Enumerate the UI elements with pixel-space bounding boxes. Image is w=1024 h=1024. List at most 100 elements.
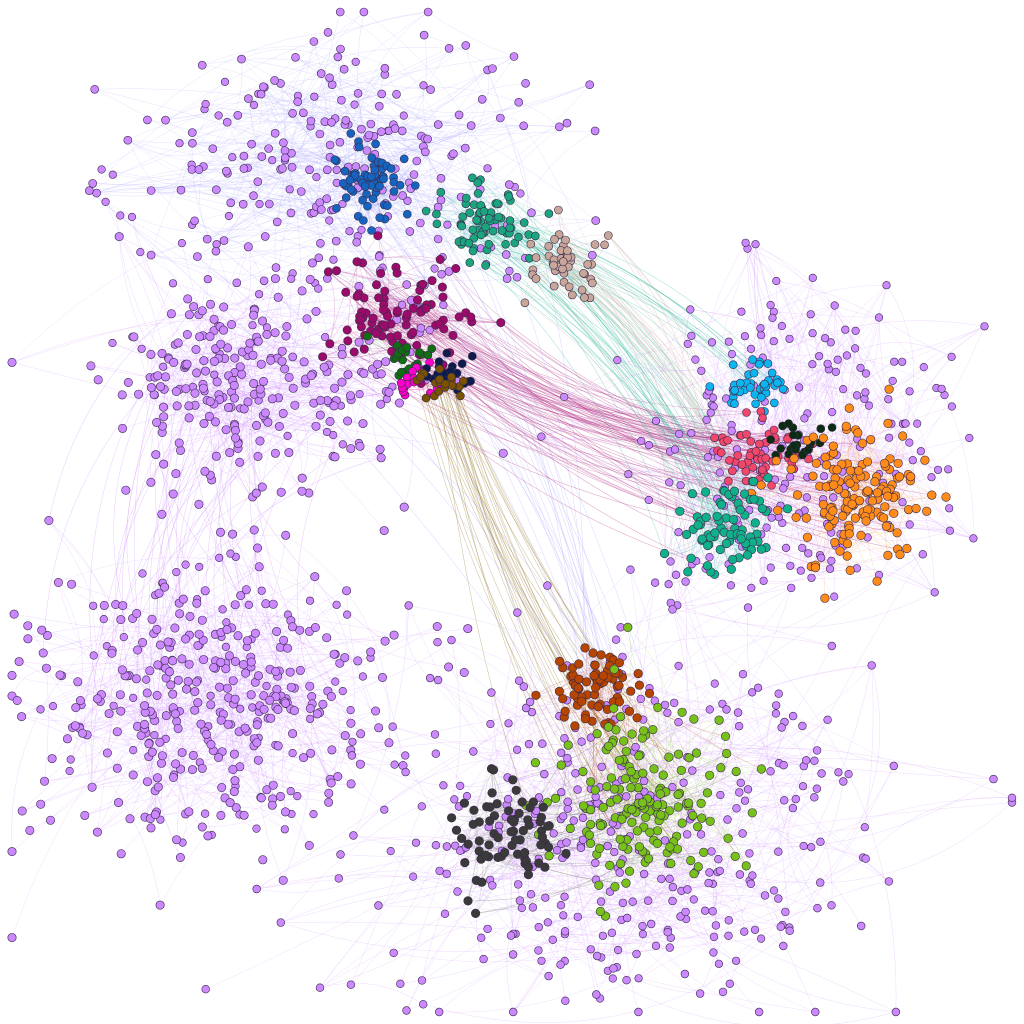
graph-edge [331,340,370,457]
graph-node [219,325,229,335]
graph-edge [747,248,816,444]
graph-node [285,185,294,194]
graph-node [159,459,169,469]
graph-node [66,755,75,764]
graph-edge [214,246,251,362]
graph-node [201,366,211,376]
graph-node [152,417,162,427]
graph-node [766,300,775,310]
graph-node [563,804,572,814]
graph-node [798,782,808,791]
graph-edge [886,285,914,424]
graph-edge [564,277,813,398]
graph-edge [91,686,292,788]
graph-edge [340,715,794,857]
graph-node [243,242,253,252]
graph-edge [384,68,466,149]
graph-node [799,841,808,851]
graph-node [225,448,235,458]
graph-edge [310,120,524,150]
graph-node [153,782,163,792]
graph-node [198,383,208,393]
graph-edge [453,153,510,185]
graph-edge [444,569,631,914]
graph-edge [393,719,828,954]
graph-node [257,586,266,595]
graph-edge [677,433,692,606]
graph-node [322,633,332,643]
graph-edge [849,408,869,492]
graph-edge [668,430,732,585]
graph-edge [340,11,439,125]
graph-node [248,703,257,712]
graph-node [157,509,167,519]
graph-edge [626,708,890,882]
graph-node [766,563,775,572]
graph-edge [329,77,428,140]
graph-node [358,419,368,429]
graph-node [260,408,270,418]
graph-node [277,356,287,366]
graph-node [181,560,190,569]
graph-node [205,331,215,341]
graph-node [146,349,156,359]
graph-node [844,769,853,779]
graph-node [248,350,258,360]
graph-node [401,751,410,760]
graph-edge [268,717,332,784]
graph-node [411,838,421,847]
graph-node [7,357,17,367]
graph-node [537,956,546,965]
graph-edge [207,168,283,240]
graph-edge [233,634,395,705]
graph-edge [834,305,844,390]
graph-edge [421,750,818,981]
graph-node [288,383,298,393]
graph-node [306,714,315,723]
graph-edge [541,436,720,475]
graph-edge [192,132,244,157]
graph-edge [350,640,461,985]
graph-node [99,614,108,624]
graph-edge [700,803,736,857]
graph-edge [244,408,504,454]
graph-node [274,421,284,431]
graph-node [226,549,235,558]
graph-edge [282,708,313,881]
graph-node [125,814,135,824]
graph-edge [161,360,205,515]
graph-edge [567,758,601,999]
graph-edge [187,298,249,350]
graph-edge [186,687,379,728]
graph-node [830,592,839,601]
graph-edge [601,882,709,902]
graph-node [663,708,672,717]
graph-edge [350,806,422,985]
graph-edge [215,45,466,252]
graph-node [228,676,238,686]
graph-edge [41,629,179,729]
graph-edge [273,710,376,786]
graph-edge [760,328,844,390]
graph-node [87,782,97,792]
graph-edge [544,843,766,896]
graph-edge [609,891,627,981]
graph-edge [213,715,351,751]
graph-edge [305,318,311,380]
graph-edge [80,700,311,766]
graph-node [206,299,216,309]
graph-edge [845,329,906,424]
graph-node [808,360,817,369]
graph-edge [507,680,520,778]
graph-node [65,766,74,776]
graph-edge [214,361,264,416]
graph-edge [667,852,736,862]
graph-edge [456,810,509,831]
graph-node [586,945,595,954]
graph-node [389,630,399,640]
graph-edge [620,860,691,869]
graph-edge [582,768,655,775]
graph-edge [600,816,693,958]
graph-edge [234,402,330,427]
graph-node [183,676,193,686]
